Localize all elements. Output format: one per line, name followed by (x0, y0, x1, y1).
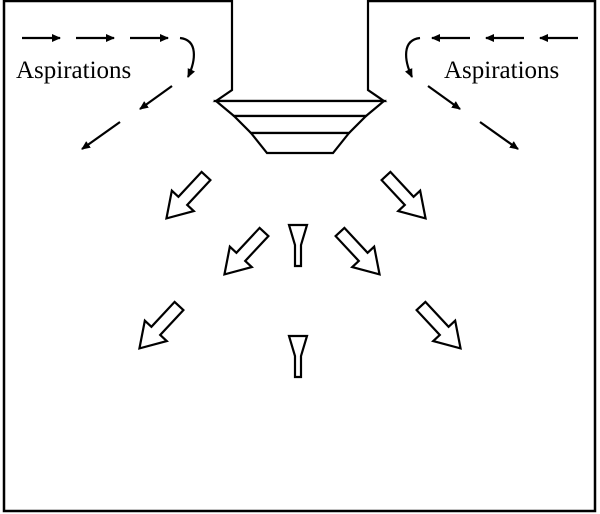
aspiration-arrow (427, 85, 461, 110)
aspiration-curve-arrow (404, 36, 421, 78)
left-aspiration-flow (22, 34, 196, 150)
vertical-arrow-upper (287, 223, 309, 268)
diffuser-cone-3 (248, 131, 352, 155)
diffuser-cone-1 (212, 99, 388, 118)
diffuser-duct (212, 0, 388, 103)
air-jet-arrow (212, 220, 277, 286)
aspiration-arrow (139, 85, 173, 110)
diffuser-cone-2 (231, 114, 369, 135)
aspiration-curve-arrow (179, 36, 196, 78)
air-jet-arrow (373, 164, 438, 230)
aspiration-arrow (479, 121, 519, 150)
aspiration-arrow (81, 121, 121, 150)
aspirations-label-left: Aspirations (16, 57, 131, 84)
vertical-flow-arrows (287, 223, 309, 379)
air-jet-arrow (327, 220, 392, 286)
air-jet-arrow (154, 164, 219, 230)
air-jet-arrow (127, 294, 192, 360)
aspirations-label-right: Aspirations (444, 57, 559, 84)
ceiling-diffuser (212, 0, 388, 155)
vertical-arrow-lower (287, 334, 309, 379)
air-jet-arrow (408, 294, 473, 360)
right-aspiration-flow (404, 34, 578, 150)
